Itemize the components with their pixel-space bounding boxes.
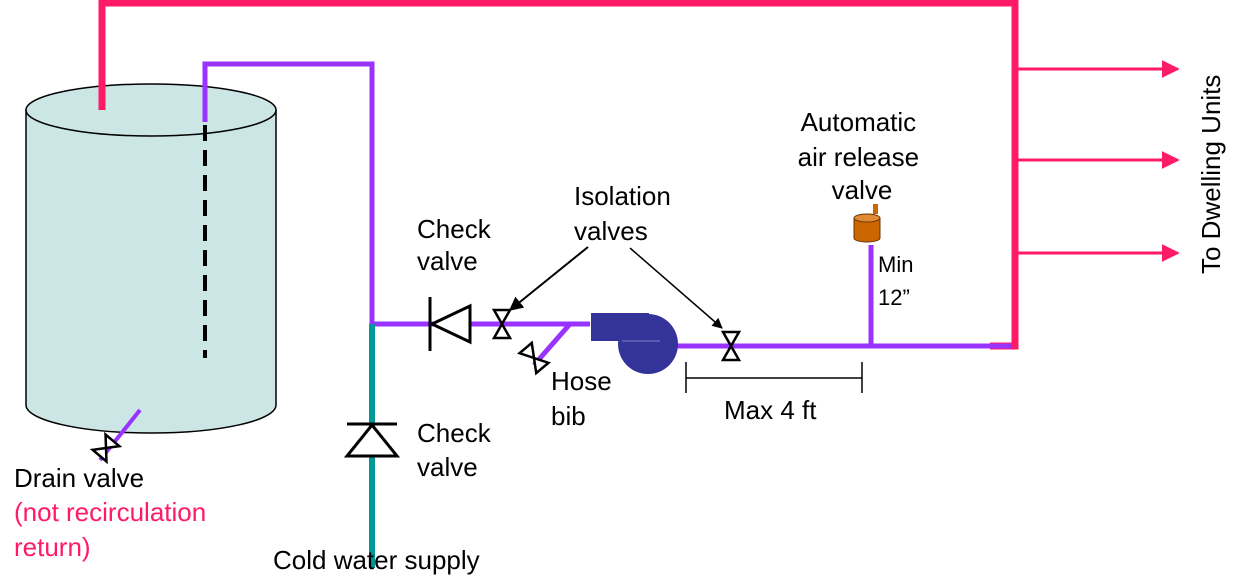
drain-valve-icon (89, 431, 123, 465)
isolation-valve-1-icon (491, 308, 513, 340)
max-distance-label: Max 4 ft (724, 395, 817, 425)
check-valve-bottom-label: Check valve (417, 418, 498, 482)
max-distance-dimension (685, 362, 863, 393)
check-valve-top-label: Check valve (417, 214, 498, 276)
drain-note-label: (not recirculation return) (14, 497, 213, 562)
isolation-leaders (508, 246, 723, 329)
air-release-label: Automatic air release valve (798, 107, 927, 205)
air-release-valve-icon (853, 204, 881, 243)
cold-water-label: Cold water supply (273, 545, 480, 575)
check-valve-recirc-icon (428, 297, 472, 351)
hose-bib-valve-icon (516, 340, 552, 376)
isolation-valve-2-icon (720, 330, 742, 362)
drain-valve-label: Drain valve (14, 463, 144, 493)
dwelling-units-label: To Dwelling Units (1196, 75, 1226, 274)
hose-bib-label: Hose bib (551, 366, 619, 431)
min-height-label: Min 12” (878, 252, 920, 310)
check-valve-cold-icon (343, 422, 401, 458)
supply-branches (1015, 60, 1180, 262)
storage-tank-icon (25, 83, 277, 434)
pump-icon (591, 313, 678, 374)
isolation-valves-label: Isolation valves (574, 181, 678, 246)
